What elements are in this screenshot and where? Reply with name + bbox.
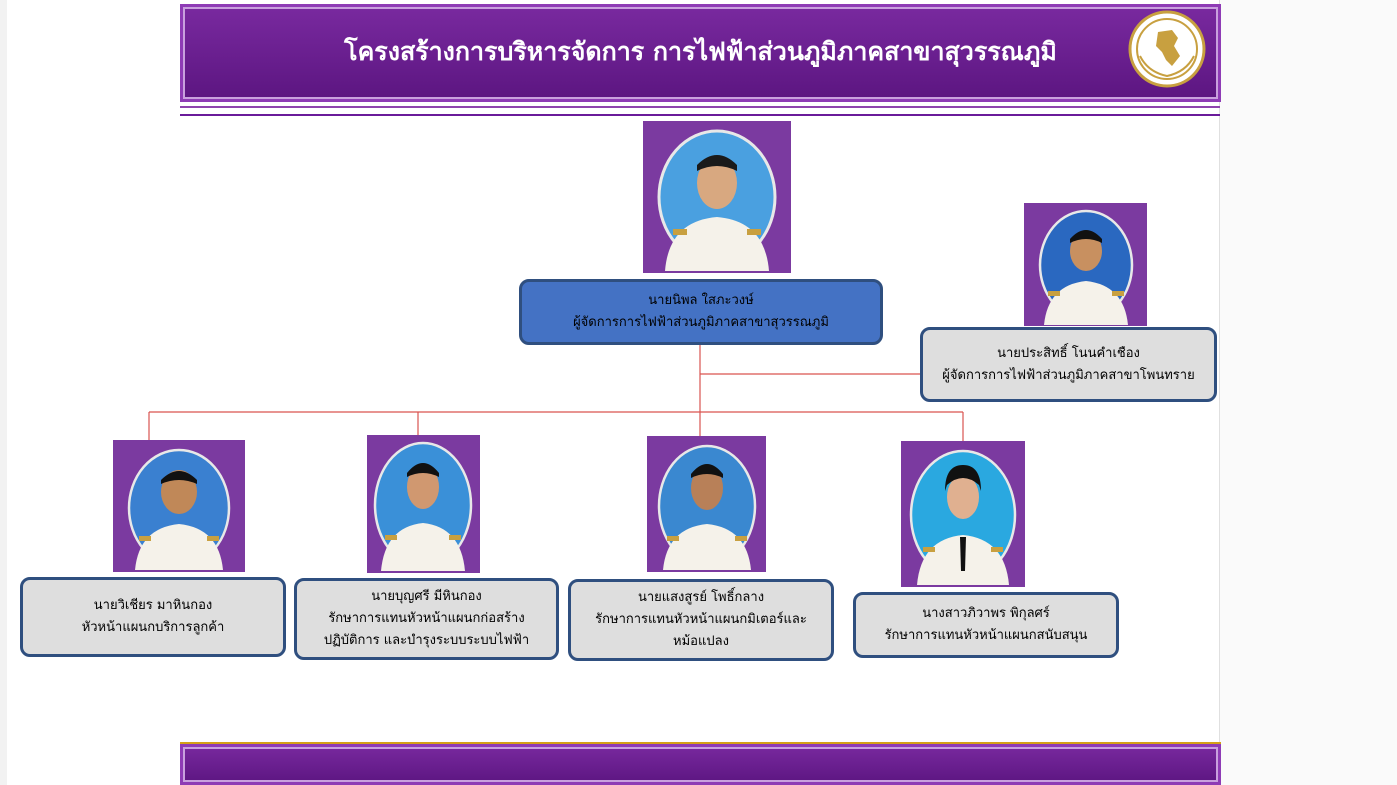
child-2-name: นายบุญศรี มีหินกอง xyxy=(371,589,482,604)
child-2-position-line2: ปฏิบัติการ และบำรุงระบบระบบไฟฟ้า xyxy=(323,633,530,648)
side-position: ผู้จัดการการไฟฟ้าส่วนภูมิภาคสาขาโพนทราย xyxy=(942,367,1195,383)
child-2-position: รักษาการแทนหัวหน้าแผนกก่อสร้าง xyxy=(328,611,525,626)
portrait-child-2 xyxy=(367,435,480,573)
child-3-position: รักษาการแทนหัวหน้าแผนกมิเตอร์และ xyxy=(595,612,807,627)
portrait-child-1 xyxy=(113,440,245,572)
header-rule-2 xyxy=(180,114,1220,116)
person-icon xyxy=(657,129,777,271)
child-1-position-box: นายวิเชียร มาหินกอง หัวหน้าแผนกบริการลูก… xyxy=(20,577,286,657)
pea-logo-icon xyxy=(1128,10,1206,88)
child-1-name: นายวิเชียร มาหินกอง xyxy=(93,598,213,613)
person-icon xyxy=(909,449,1017,585)
child-2-position-box: นายบุญศรี มีหินกอง รักษาการแทนหัวหน้าแผน… xyxy=(294,578,559,660)
root-position: ผู้จัดการการไฟฟ้าส่วนภูมิภาคสาขาสุวรรณภู… xyxy=(573,315,829,330)
child-4-position: รักษาการแทนหัวหน้าแผนกสนับสนุน xyxy=(884,628,1088,643)
child-3-position-line2: หม้อแปลง xyxy=(673,634,729,649)
portrait-child-4 xyxy=(901,441,1025,587)
side-name: นายประสิทธิ์ โนนคำเชือง xyxy=(997,345,1140,361)
child-3-position-box: นายแสงสูรย์ โพธิ์กลาง รักษาการแทนหัวหน้า… xyxy=(568,579,834,661)
portrait-root xyxy=(643,121,791,273)
portrait-child-3 xyxy=(647,436,766,572)
footer-rule xyxy=(180,742,1221,744)
header-banner: โครงสร้างการบริหารจัดการ การไฟฟ้าส่วนภูม… xyxy=(180,4,1221,102)
root-position-box: นายนิพล ใสภะวงษ์ ผู้จัดการการไฟฟ้าส่วนภู… xyxy=(519,279,883,345)
right-margin xyxy=(1219,0,1397,785)
child-4-position-box: นางสาวภิวาพร พิกุลศร์ รักษาการแทนหัวหน้า… xyxy=(853,592,1119,658)
root-name: นายนิพล ใสภะวงษ์ xyxy=(648,293,754,308)
person-icon xyxy=(373,441,473,571)
child-1-position: หัวหน้าแผนกบริการลูกค้า xyxy=(81,620,225,635)
header-rule xyxy=(180,106,1220,108)
footer-banner xyxy=(180,744,1221,785)
person-icon xyxy=(657,444,757,570)
side-position-box: นายประสิทธิ์ โนนคำเชือง ผู้จัดการการไฟฟ้… xyxy=(920,327,1217,402)
child-4-name: นางสาวภิวาพร พิกุลศร์ xyxy=(922,606,1050,621)
portrait-side xyxy=(1024,203,1147,326)
person-icon xyxy=(1038,209,1134,325)
person-icon xyxy=(127,448,231,570)
page-title: โครงสร้างการบริหารจัดการ การไฟฟ้าส่วนภูม… xyxy=(344,37,1057,66)
child-3-name: นายแสงสูรย์ โพธิ์กลาง xyxy=(637,590,765,605)
